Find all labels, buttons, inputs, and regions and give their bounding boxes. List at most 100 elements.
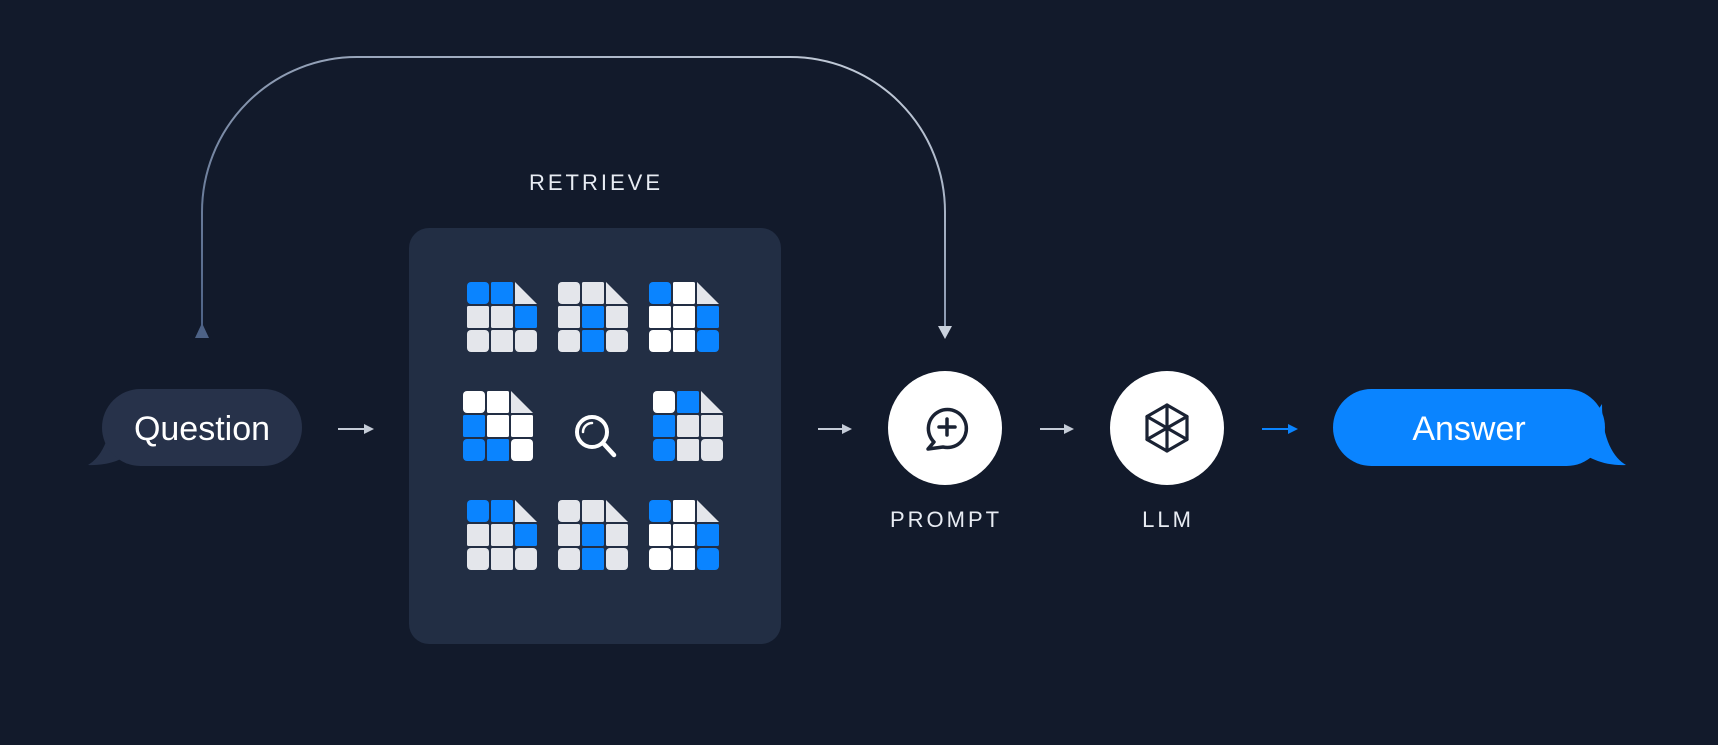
question-to-prompt-loop-line: [201, 56, 946, 330]
document-cell: [677, 439, 699, 461]
document-cell: [653, 439, 675, 461]
document-cell: [649, 500, 671, 522]
document-grid: [463, 282, 723, 570]
document-folded-corner: [697, 282, 719, 304]
document-cell: [491, 282, 513, 304]
grid-document-icon: [467, 282, 537, 352]
document-cell: [558, 548, 580, 570]
document-cell: [673, 524, 695, 546]
grid-document-icon: [653, 391, 723, 461]
answer-label: Answer: [1412, 410, 1525, 448]
document-cell: [673, 282, 695, 304]
chat-plus-icon: [926, 407, 969, 451]
document-cell: [511, 439, 533, 461]
loop-start-arrowhead: [195, 323, 209, 338]
prompt-label: PROMPT: [890, 507, 1002, 532]
document-cell: [467, 330, 489, 352]
document-cell: [697, 330, 719, 352]
document-cell: [487, 415, 509, 437]
document-cell: [649, 330, 671, 352]
document-folded-corner: [697, 500, 719, 522]
document-cell: [582, 548, 604, 570]
document-cell: [558, 524, 580, 546]
document-cell: [677, 391, 699, 413]
document-cell: [582, 500, 604, 522]
document-cell: [649, 306, 671, 328]
document-cell: [487, 391, 509, 413]
document-cell: [515, 306, 537, 328]
document-cell: [582, 282, 604, 304]
document-cell: [467, 524, 489, 546]
prompt-node: [888, 371, 1002, 485]
document-cell: [467, 282, 489, 304]
document-cell: [491, 524, 513, 546]
document-cell: [673, 330, 695, 352]
loop-end-arrowhead: [938, 326, 952, 339]
document-cell: [558, 330, 580, 352]
document-cell: [487, 439, 509, 461]
grid-document-icon: [558, 500, 628, 570]
document-cell: [673, 548, 695, 570]
magnifier-icon: [575, 415, 617, 458]
document-cell: [653, 415, 675, 437]
document-cell: [701, 439, 723, 461]
document-cell: [582, 306, 604, 328]
hexagon-cube-icon: [1145, 403, 1189, 453]
grid-document-icon: [649, 500, 719, 570]
document-cell: [653, 391, 675, 413]
question-label: Question: [134, 410, 270, 448]
grid-document-icon: [649, 282, 719, 352]
grid-document-icon: [463, 391, 533, 461]
document-cell: [463, 415, 485, 437]
question-bubble: Question: [88, 389, 302, 466]
document-cell: [677, 415, 699, 437]
document-cell: [649, 548, 671, 570]
llm-label: LLM: [1142, 507, 1194, 532]
document-cell: [515, 524, 537, 546]
answer-bubble: Answer: [1333, 389, 1626, 466]
document-folded-corner: [701, 391, 723, 413]
document-cell: [491, 548, 513, 570]
document-cell: [701, 415, 723, 437]
document-folded-corner: [515, 282, 537, 304]
document-cell: [467, 548, 489, 570]
grid-document-icon: [558, 282, 628, 352]
arrow-prompt-to-llm: [1040, 424, 1074, 434]
retrieve-label: RETRIEVE: [529, 170, 663, 195]
document-cell: [582, 330, 604, 352]
document-cell: [673, 500, 695, 522]
document-cell: [558, 306, 580, 328]
document-cell: [467, 500, 489, 522]
document-cell: [491, 306, 513, 328]
document-cell: [697, 548, 719, 570]
document-cell: [606, 306, 628, 328]
document-cell: [515, 330, 537, 352]
document-cell: [511, 415, 533, 437]
document-folded-corner: [511, 391, 533, 413]
document-cell: [649, 282, 671, 304]
document-cell: [491, 330, 513, 352]
document-cell: [606, 524, 628, 546]
document-folded-corner: [606, 282, 628, 304]
document-cell: [491, 500, 513, 522]
document-cell: [697, 524, 719, 546]
document-cell: [463, 391, 485, 413]
document-cell: [606, 548, 628, 570]
document-cell: [463, 439, 485, 461]
document-folded-corner: [515, 500, 537, 522]
document-cell: [515, 548, 537, 570]
document-cell: [606, 330, 628, 352]
llm-node: [1110, 371, 1224, 485]
document-cell: [697, 306, 719, 328]
grid-document-icon: [467, 500, 537, 570]
arrow-llm-to-answer: [1262, 424, 1298, 434]
document-cell: [558, 282, 580, 304]
document-folded-corner: [606, 500, 628, 522]
document-cell: [467, 306, 489, 328]
document-cell: [649, 524, 671, 546]
document-cell: [558, 500, 580, 522]
arrow-question-to-retrieve: [338, 424, 374, 434]
document-cell: [582, 524, 604, 546]
